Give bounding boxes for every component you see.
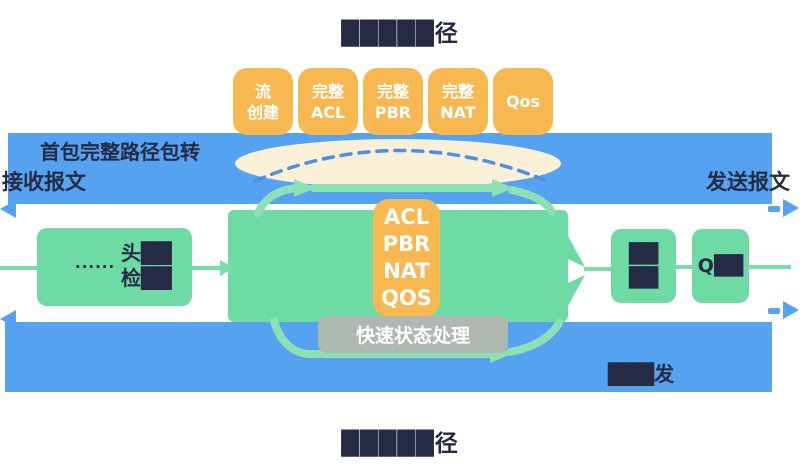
service-label: NAT <box>383 259 430 283</box>
header-check-box: ...... 头██ 检██ <box>37 228 192 306</box>
block-exit-arrow-icon <box>568 236 585 267</box>
send-packet-label: 发送报文 <box>706 170 790 194</box>
qos-queue-box: Q██ <box>692 229 749 303</box>
packet-modify-box: ██ ██ <box>611 229 676 303</box>
connector-line <box>749 265 791 269</box>
right-arrow-icon <box>783 199 799 217</box>
header-check-line2: 检██ <box>121 266 172 290</box>
service-label: PBR <box>382 232 431 256</box>
right-arrow-icon <box>783 301 799 319</box>
service-label: QOS <box>381 286 432 310</box>
box-label: NAT <box>440 102 476 122</box>
arrow-dash <box>768 206 780 212</box>
full-acl-box: 完整 ACL <box>298 68 358 135</box>
box-label: Qos <box>505 92 541 111</box>
receive-packet-label: 接收报文 <box>2 170 86 194</box>
service-label: ACL <box>383 205 430 229</box>
fast-forward-label: ███发 <box>608 362 675 386</box>
first-packet-path-label: 首包完整路径包转 <box>40 140 200 164</box>
header-check-line1: 头██ <box>121 241 172 265</box>
full-nat-box: 完整 NAT <box>428 68 488 135</box>
fast-state-label: 快速状态处理 <box>355 325 470 347</box>
ellipsis-label: ...... <box>75 254 116 272</box>
box-label: PBR <box>374 102 412 122</box>
packet-modify-line2: ██ <box>628 267 659 289</box>
qos-queue-label: Q██ <box>697 254 744 277</box>
flow-create-box: 流 创建 <box>233 68 293 135</box>
header-check-label: 头██ 检██ <box>121 241 172 291</box>
box-label: ACL <box>310 102 346 122</box>
connector-line <box>192 266 220 270</box>
top-title: █████径 <box>341 21 459 47</box>
packet-modify-line1: ██ <box>628 243 659 265</box>
slow-path-steps: 流 创建 完整 ACL 完整 PBR 完整 NAT Qos <box>233 68 553 135</box>
arrow-dash <box>768 308 780 314</box>
box-label: 流 <box>254 81 271 101</box>
box-label: 完整 <box>311 81 344 101</box>
box-label: 完整 <box>441 81 474 101</box>
box-label: 完整 <box>376 81 409 101</box>
bottom-title: █████径 <box>341 431 459 457</box>
left-arrow-icon <box>0 200 16 218</box>
connector-line <box>676 265 692 269</box>
block-exit-arrow-icon <box>568 275 585 306</box>
connector-line <box>584 267 611 271</box>
fast-state-box: 快速状态处理 <box>318 316 508 353</box>
connector-line <box>0 266 37 270</box>
left-arrow-icon <box>0 310 16 328</box>
slow-path-ellipse <box>235 139 561 188</box>
box-label: 创建 <box>246 102 279 122</box>
qos-box: Qos <box>493 68 553 135</box>
full-pbr-box: 完整 PBR <box>363 68 423 135</box>
services-box: ACL PBR NAT QOS <box>373 199 440 317</box>
